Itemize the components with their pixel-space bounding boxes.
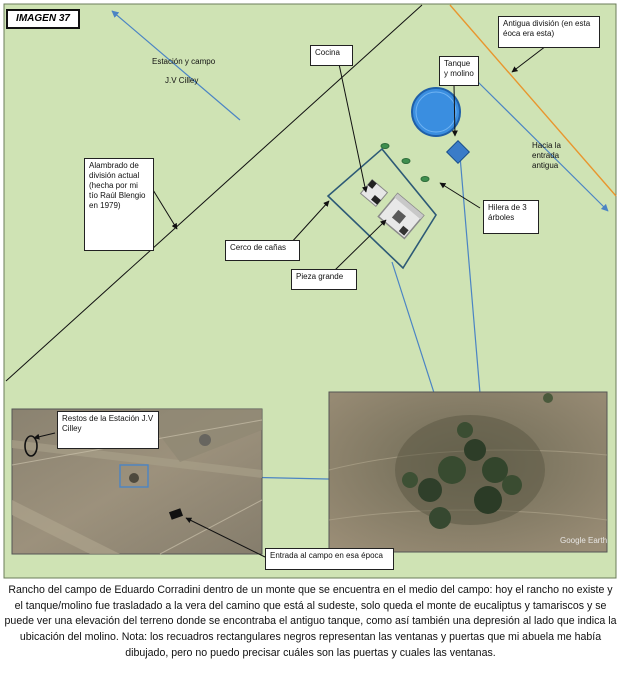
tank-pointer [451,84,458,137]
aerial-inset-station [11,408,266,558]
old-division-label: Antigua división (en esta éoca era esta) [498,16,600,48]
old-entrance-field-label: Entrada al campo en esa época [265,548,394,570]
cane-fence-enclosure [326,147,437,270]
google-earth-watermark: Google Earth [560,536,608,545]
old-entrance-label: Hacia la entrada antigua [532,141,561,170]
kitchen-pointer [338,63,368,193]
room-pointer [334,219,387,271]
inset-ranch-highlight [119,464,149,488]
aerial-inset-ranch [328,391,608,553]
fence-pointer [149,184,178,230]
station-label-name: J.V Cilley [165,76,199,85]
old-entrance-marker [168,508,184,520]
restos-pointer [33,432,56,440]
kitchen-label: Cocina [310,45,353,66]
station-direction-arrow [111,10,241,121]
old-entrance-arrow [477,81,609,212]
tree [420,176,430,182]
cane-fence-label: Cerco de cañas [225,240,300,261]
rancho-diagram [3,3,617,579]
station-label: Estación y campo [152,57,216,66]
tank-pond [411,87,461,137]
big-room-building [377,192,425,240]
entrada-pointer [185,517,266,558]
station-remains-marker [24,435,38,457]
current-fence-line [5,4,423,382]
tree [401,158,411,164]
station-remains-label: Restos de la Estación J.V Cilley [57,411,159,449]
big-room-label: Pieza grande [291,269,357,290]
cane-pointer [289,200,330,245]
windmill-icon [445,139,471,165]
old-division-pointer [511,45,547,73]
old-division-line [449,4,617,197]
figure-title: IMAGEN 37 [6,9,80,29]
trees-pointer [439,182,481,209]
tree [380,143,390,149]
trees-label: Hilera de 3 árboles [483,200,539,234]
tank-label: Tanque y molino [439,56,479,86]
fence-label: Alambrado de división actual (hecha por … [84,158,154,251]
figure-caption: Rancho del campo de Eduardo Corradini de… [4,584,617,659]
